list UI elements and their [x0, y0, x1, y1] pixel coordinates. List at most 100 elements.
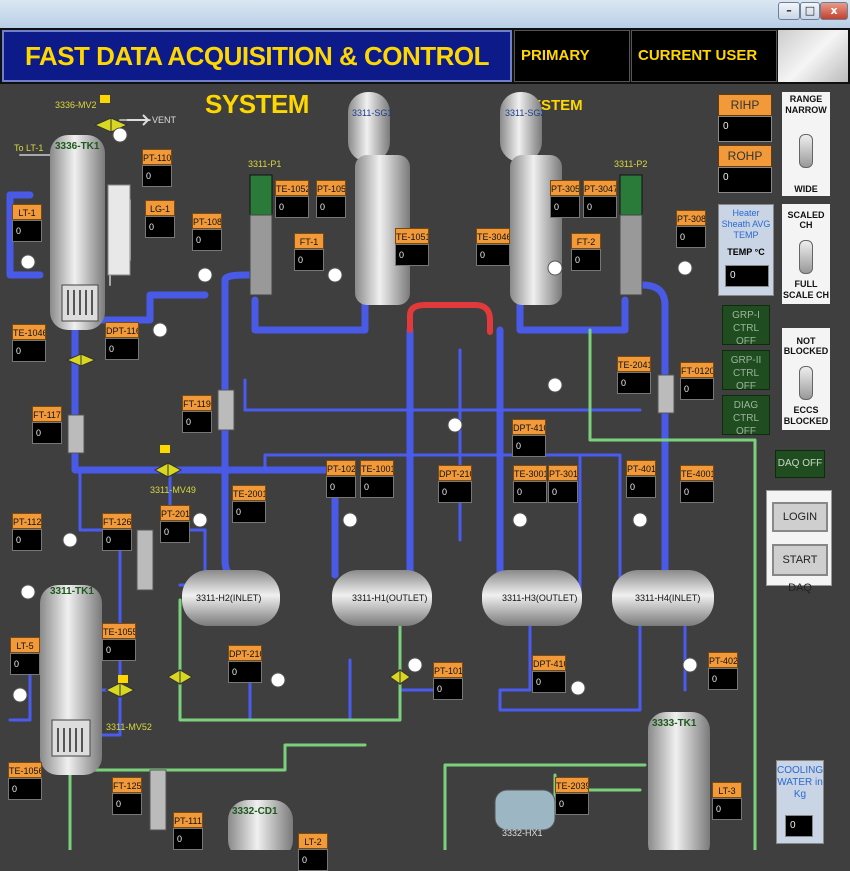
- tag-value: 0: [438, 481, 472, 503]
- tag-label: LT-2: [298, 833, 328, 849]
- tag-value: 0: [395, 244, 429, 266]
- grp2-ctrl-button[interactable]: GRP-II CTRL OFF: [722, 350, 770, 392]
- tag-value: 0: [228, 661, 262, 683]
- tag-value: 0: [10, 653, 40, 675]
- maximize-button[interactable]: □: [800, 2, 820, 20]
- tag-value: 0: [513, 481, 547, 503]
- rohp-value: 0: [718, 167, 772, 193]
- tag-value: 0: [626, 476, 656, 498]
- tag-label: PT-401: [626, 460, 656, 476]
- vessel-label-3333-tk1: 3333-TK1: [652, 718, 697, 729]
- grp1-ctrl-button[interactable]: GRP-I CTRL OFF: [722, 305, 770, 347]
- tag-label: TE-1051: [395, 228, 429, 244]
- tag-label: PT-308: [676, 210, 706, 226]
- to-lt1-label: To LT-1: [14, 143, 44, 153]
- start-daq-button[interactable]: START DAQ: [772, 544, 828, 594]
- pump-label-p1: 3311-P1: [248, 159, 282, 169]
- tag-label: LT-5: [10, 637, 40, 653]
- tag-label: LT-1: [12, 204, 42, 220]
- tag-value: 0: [12, 340, 46, 362]
- tag-value: 0: [112, 793, 142, 815]
- vessel-label-sg2: 3311-SG2: [505, 108, 546, 118]
- tag-label: LG-1: [145, 200, 175, 216]
- tag-label: TE-1052: [275, 180, 309, 196]
- tag-label: TE-4001: [680, 465, 714, 481]
- tag-label: FT-117: [32, 406, 62, 422]
- tag-value: 0: [294, 249, 324, 271]
- tag-value: 0: [12, 220, 42, 242]
- tag-label: DPT-4102: [532, 655, 566, 671]
- rihp-label: RIHP: [718, 94, 772, 116]
- tag-label: TE-1046: [12, 324, 46, 340]
- tag-label: PT-305: [550, 180, 580, 196]
- login-button[interactable]: LOGIN: [772, 502, 828, 532]
- process-diagram: [6, 92, 757, 850]
- tag-label: PT-101: [433, 662, 463, 678]
- close-button[interactable]: x: [820, 2, 848, 20]
- tag-value: 0: [182, 411, 212, 433]
- cooling-water-value: 0: [785, 815, 813, 837]
- range-wide-label: WIDE: [794, 184, 818, 194]
- instrument-tag-dpt-2102: DPT-21020: [438, 465, 472, 503]
- heater-title: Heater Sheath AVG TEMP: [721, 208, 771, 240]
- tag-value: 0: [680, 378, 714, 400]
- range-switch-panel: RANGE NARROW WIDE: [782, 92, 830, 196]
- cooling-water-panel: COOLING WATER in Kg 0: [776, 760, 824, 844]
- tag-label: DPT-116: [105, 322, 139, 338]
- tag-label: FT-119: [182, 395, 212, 411]
- range-narrow-label: RANGE NARROW: [785, 94, 827, 115]
- tag-label: FT-0120: [680, 362, 714, 378]
- diag-ctrl-button[interactable]: DIAG CTRL OFF: [722, 395, 770, 437]
- tag-value: 0: [160, 521, 190, 543]
- tag-label: PT-402: [708, 652, 738, 668]
- tag-value: 0: [102, 529, 132, 551]
- minimize-button[interactable]: –: [778, 2, 800, 20]
- scale-switch-toggle[interactable]: [799, 240, 813, 274]
- tag-value: 0: [105, 338, 139, 360]
- tag-label: PT-201: [160, 505, 190, 521]
- primary-system-label: PRIMARY SYSTEM: [514, 30, 630, 114]
- scaled-ch-label: SCALED CH: [787, 210, 825, 230]
- hx-label: 3332-HX1: [502, 828, 543, 838]
- valve-label-3311-mv49: 3311-MV49: [150, 485, 196, 495]
- tag-label: PT-112: [12, 513, 42, 529]
- eccs-switch-panel: NOT BLOCKED ECCS BLOCKED: [782, 328, 830, 430]
- tag-value: 0: [32, 422, 62, 444]
- tag-label: PT-110: [142, 149, 172, 165]
- tag-value: 0: [512, 435, 546, 457]
- temp-value: 0: [725, 265, 769, 287]
- tag-label: DPT-2101: [228, 645, 262, 661]
- tag-value: 0: [102, 639, 136, 661]
- heater-sheath-panel: Heater Sheath AVG TEMP TEMP °C 0: [718, 204, 774, 296]
- range-switch-toggle[interactable]: [799, 134, 813, 168]
- full-scale-label: FULL SCALE CH: [782, 279, 829, 300]
- instrument-tag-dpt-2101: DPT-21010: [228, 645, 262, 683]
- tag-value: 0: [550, 196, 580, 218]
- tag-value: 0: [617, 372, 651, 394]
- cooling-water-label: COOLING WATER in Kg: [777, 765, 824, 800]
- tag-value: 0: [680, 481, 714, 503]
- eccs-switch-toggle[interactable]: [799, 366, 813, 400]
- tag-label: PT-108: [192, 213, 222, 229]
- tag-label: TE-1001: [360, 460, 394, 476]
- not-blocked-label: NOT BLOCKED: [783, 336, 829, 356]
